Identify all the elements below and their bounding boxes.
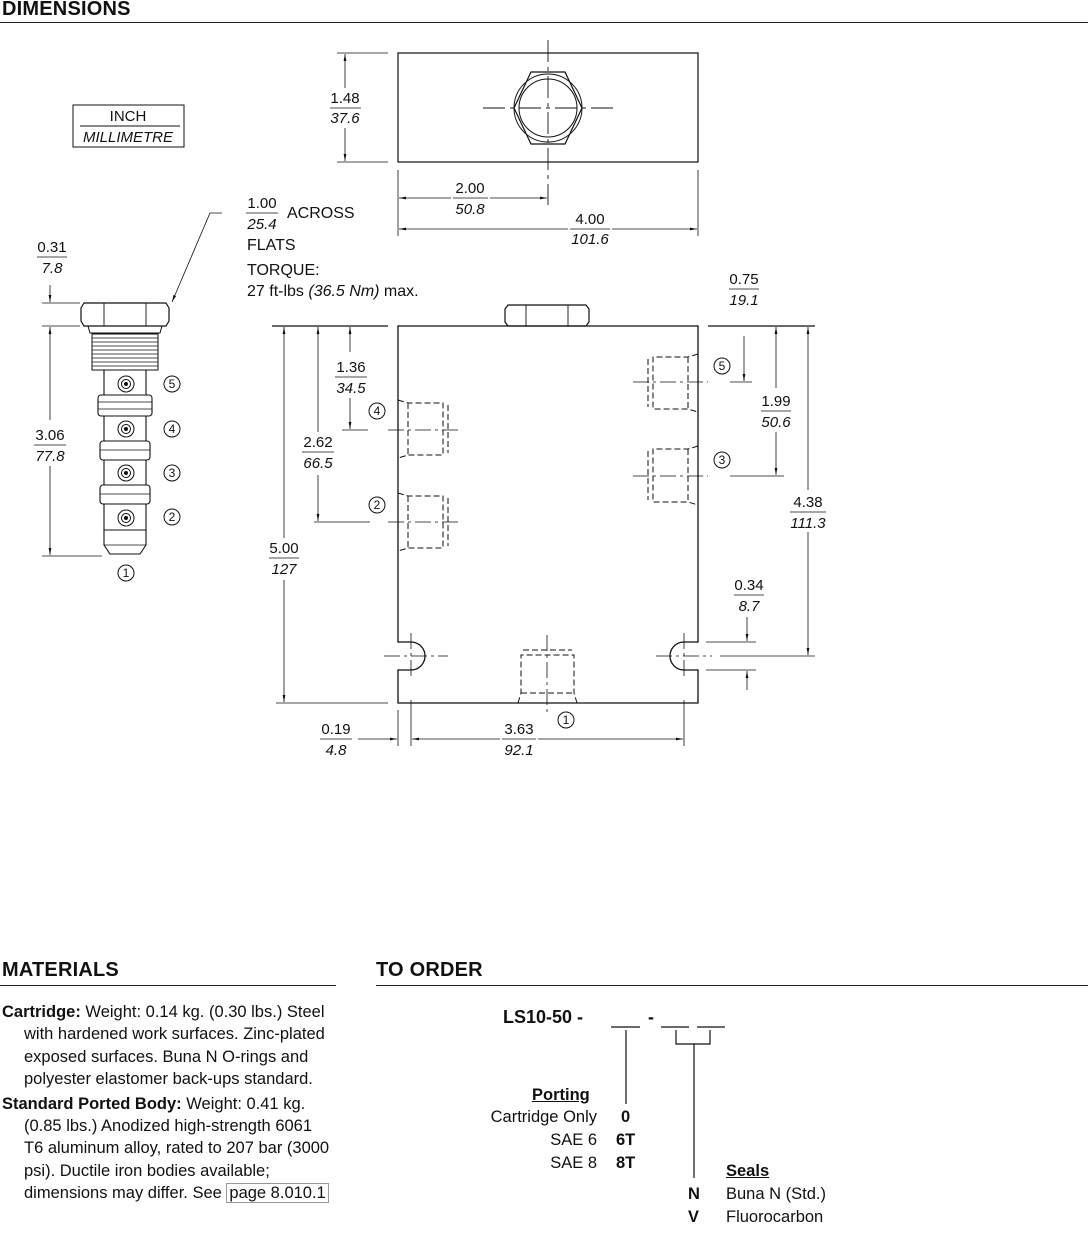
body-port-2: 2 bbox=[374, 498, 381, 512]
flats-label: FLATS bbox=[247, 237, 296, 254]
port3-depth-mm: 50.6 bbox=[761, 414, 791, 431]
porting-label-2: SAE 8 bbox=[550, 1154, 597, 1172]
height-in: 5.00 bbox=[269, 540, 298, 557]
port4-depth-in: 1.36 bbox=[336, 359, 365, 376]
porting-label-0: Cartridge Only bbox=[490, 1108, 597, 1126]
cartridge-port-1: 1 bbox=[123, 566, 130, 580]
cartridge-port-4: 4 bbox=[169, 422, 176, 436]
port4-depth-mm: 34.5 bbox=[336, 380, 366, 397]
nut-height-in: 0.31 bbox=[37, 239, 66, 256]
slot-offset-in: 0.19 bbox=[321, 721, 350, 738]
edge-offset-in: 0.34 bbox=[734, 577, 763, 594]
half-width-in: 2.00 bbox=[455, 180, 484, 197]
porting-label-1: SAE 6 bbox=[550, 1131, 597, 1149]
hole-spacing-in: 3.63 bbox=[504, 721, 533, 738]
porting-code-2: 8T bbox=[616, 1154, 636, 1172]
port2-depth-mm: 66.5 bbox=[303, 455, 333, 472]
order-dash: - bbox=[648, 1007, 654, 1027]
width-mm: 101.6 bbox=[571, 231, 609, 248]
to-order-heading: TO ORDER bbox=[376, 959, 483, 981]
seal-code-0: N bbox=[688, 1185, 700, 1203]
width-in: 4.00 bbox=[575, 211, 604, 228]
dimensions-heading: DIMENSIONS bbox=[2, 0, 131, 20]
cartridge-port-2: 2 bbox=[169, 510, 176, 524]
materials-text: Cartridge: Weight: 0.14 kg. (0.30 lbs.) … bbox=[2, 1001, 332, 1207]
seal-label-1: Fluorocarbon bbox=[726, 1208, 824, 1226]
units-key: INCH MILLIMETRE bbox=[72, 104, 185, 148]
cartridge-length-mm: 77.8 bbox=[35, 448, 65, 465]
body-port-4: 4 bbox=[374, 404, 381, 418]
hole-depth-mm: 111.3 bbox=[790, 515, 826, 532]
top-view: 1.48 37.6 2.00 50.8 4.00 101.6 bbox=[330, 40, 699, 248]
torque-spec: 27 ft-lbs (36.5 Nm) max. bbox=[247, 283, 419, 300]
port2-depth-in: 2.62 bbox=[303, 434, 332, 451]
cartridge-view: 5 4 3 2 1 0.31 7.8 3.06 77.8 1.00 25.4 A… bbox=[34, 195, 419, 582]
units-mm-label: MILLIMETRE bbox=[83, 129, 174, 146]
cartridge-length-in: 3.06 bbox=[35, 427, 64, 444]
seals-title: Seals bbox=[726, 1162, 770, 1180]
cartridge-port-3: 3 bbox=[169, 466, 176, 480]
seal-code-1: V bbox=[688, 1208, 700, 1226]
order-model: LS10-50 - bbox=[503, 1007, 584, 1027]
top-height-mm: 37.6 bbox=[330, 110, 360, 127]
port3-depth-in: 1.99 bbox=[761, 393, 790, 410]
units-inch-label: INCH bbox=[110, 108, 147, 125]
dimension-drawing: INCH MILLIMETRE 1.48 37.6 2.00 50.8 4.00… bbox=[34, 40, 826, 759]
body-port-1: 1 bbox=[563, 713, 570, 727]
port5-depth-mm: 19.1 bbox=[729, 292, 758, 309]
porting-code-0: 0 bbox=[621, 1108, 631, 1126]
height-mm: 127 bbox=[271, 561, 297, 578]
porting-code-1: 6T bbox=[616, 1131, 636, 1149]
porting-title: Porting bbox=[532, 1086, 590, 1104]
to-order-rule bbox=[376, 985, 1088, 986]
nut-height-mm: 7.8 bbox=[42, 260, 64, 277]
body-port-3: 3 bbox=[719, 453, 726, 467]
hole-depth-in: 4.38 bbox=[793, 494, 822, 511]
materials-heading: MATERIALS bbox=[2, 959, 119, 981]
seal-label-0: Buna N (Std.) bbox=[726, 1185, 826, 1203]
materials-rule bbox=[0, 985, 336, 986]
port5-depth-in: 0.75 bbox=[729, 271, 758, 288]
dimensions-rule bbox=[0, 22, 1088, 23]
across-label: ACROSS bbox=[287, 205, 355, 222]
page-link[interactable]: page 8.010.1 bbox=[226, 1183, 329, 1204]
edge-offset-mm: 8.7 bbox=[739, 598, 761, 615]
across-flats-mm: 25.4 bbox=[246, 216, 276, 233]
slot-offset-mm: 4.8 bbox=[326, 742, 348, 759]
cartridge-materials: Cartridge: Weight: 0.14 kg. (0.30 lbs.) … bbox=[2, 1003, 325, 1089]
hole-spacing-mm: 92.1 bbox=[504, 742, 533, 759]
half-width-mm: 50.8 bbox=[455, 201, 485, 218]
front-view: 4 2 5 3 1 5.00 127 2.62 66.5 1.36 34.5 0… bbox=[269, 271, 826, 759]
across-flats-in: 1.00 bbox=[247, 195, 276, 212]
top-height-in: 1.48 bbox=[330, 90, 359, 107]
body-port-5: 5 bbox=[719, 359, 726, 373]
torque-title: TORQUE: bbox=[247, 262, 320, 279]
cartridge-port-5: 5 bbox=[169, 377, 176, 391]
body-materials: Standard Ported Body: Weight: 0.41 kg. (… bbox=[2, 1094, 330, 1204]
